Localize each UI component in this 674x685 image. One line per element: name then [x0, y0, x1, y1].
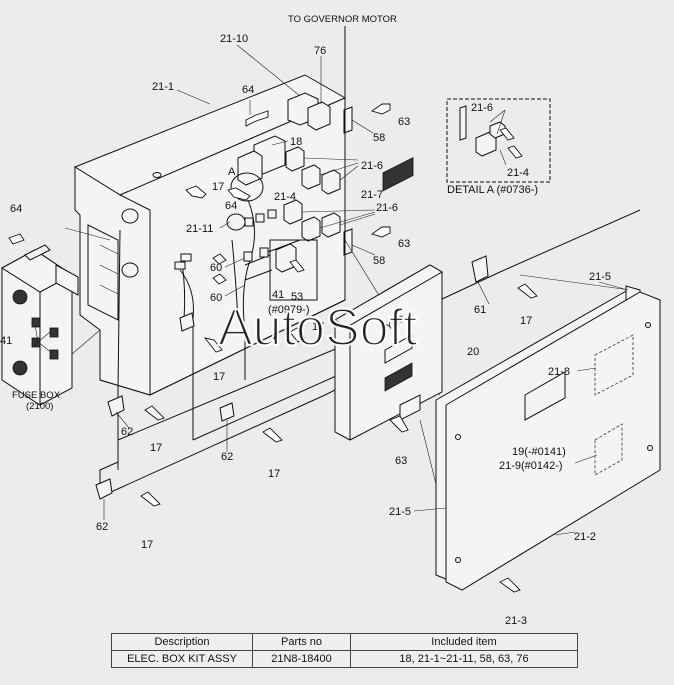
- table-cell-included-items: 18, 21-1~21-11, 58, 63, 76: [350, 650, 578, 668]
- label-62-b: 62: [221, 451, 233, 463]
- label-21-8: 21-8: [548, 366, 570, 378]
- label-fuse-box-number: (2100): [26, 401, 53, 412]
- label-62-a: 62: [121, 426, 133, 438]
- label-21-11: 21-11: [186, 223, 213, 235]
- label-detail-21-4: 21-4: [507, 167, 529, 179]
- label-20: 20: [467, 346, 479, 358]
- label-21-1: 21-1: [152, 81, 174, 93]
- watermark-text: AutoSoft: [218, 299, 418, 357]
- label-63-mid: 63: [398, 238, 410, 250]
- label-76: 76: [314, 45, 326, 57]
- label-21-3: 21-3: [505, 615, 527, 627]
- cover-plate-front: [445, 291, 661, 591]
- label-governor-motor: TO GOVERNOR MOTOR: [288, 14, 397, 25]
- label-64-mid: 64: [225, 200, 237, 212]
- label-64-top: 64: [242, 84, 254, 96]
- table-header-row: Description Parts no Included item: [111, 633, 578, 651]
- electrical-box-housing: [73, 74, 353, 440]
- table-header-cell: Description: [111, 633, 253, 651]
- table-header-cell: Included item: [350, 633, 578, 651]
- label-53: 53: [291, 291, 303, 303]
- table-header-cell: Parts no: [252, 633, 351, 651]
- table-row: ELEC. BOX KIT ASSY 21N8-18400 18, 21-1~2…: [111, 650, 578, 668]
- label-fuse-box: FUSE BOX: [12, 390, 61, 401]
- label-17-f: 17: [268, 468, 280, 480]
- label-21-9: 21-9(#0142-): [499, 460, 563, 472]
- label-detail-a: DETAIL A (#0736-): [447, 184, 538, 196]
- label-21-6-lower: 21-6: [376, 202, 398, 214]
- ecu-controller: [334, 156, 443, 441]
- part-labels: TO GOVERNOR MOTOR 21-10 76 21-1 64 18 58…: [0, 14, 611, 627]
- label-21-5-bottom: 21-5: [389, 506, 411, 518]
- label-62-c: 62: [96, 521, 108, 533]
- label-0979: (#0979-): [268, 304, 310, 316]
- label-41-inset: 41: [272, 289, 284, 301]
- label-60-a: 60: [210, 262, 222, 274]
- label-21-4: 21-4: [274, 191, 296, 203]
- fuse-box: [1, 244, 79, 406]
- label-17-b: 17: [312, 321, 324, 333]
- label-17-g: 17: [141, 539, 153, 551]
- label-17-c: 17: [520, 315, 532, 327]
- label-58-mid: 58: [373, 255, 385, 267]
- label-detail-a-marker: A: [228, 166, 236, 178]
- bolts: [8, 103, 538, 593]
- label-17-e: 17: [150, 442, 162, 454]
- label-21-10: 21-10: [220, 33, 248, 45]
- label-21-7: 21-7: [361, 189, 383, 201]
- label-18: 18: [290, 136, 302, 148]
- label-41-fusebox: 41: [0, 335, 12, 347]
- parts-table: Description Parts no Included item ELEC.…: [111, 633, 578, 668]
- label-60-b: 60: [210, 292, 222, 304]
- label-61: 61: [474, 304, 486, 316]
- label-detail-21-6: 21-6: [471, 102, 493, 114]
- label-63-bottom: 63: [395, 455, 407, 467]
- label-leader-lines: [34, 44, 629, 536]
- label-58-top: 58: [373, 132, 385, 144]
- label-64-left: 64: [10, 203, 22, 215]
- label-17-d: 17: [213, 371, 225, 383]
- label-17-a: 17: [212, 181, 224, 193]
- label-63-top: 63: [398, 116, 410, 128]
- detail-a-inset: [446, 98, 551, 183]
- label-21-2: 21-2: [574, 531, 596, 543]
- table-cell-description: ELEC. BOX KIT ASSY: [111, 650, 253, 668]
- label-21-5-top: 21-5: [589, 271, 611, 283]
- label-19: 19(-#0141): [512, 446, 566, 458]
- table-cell-part-number: 21N8-18400: [252, 650, 351, 668]
- label-21-6-upper: 21-6: [361, 160, 383, 172]
